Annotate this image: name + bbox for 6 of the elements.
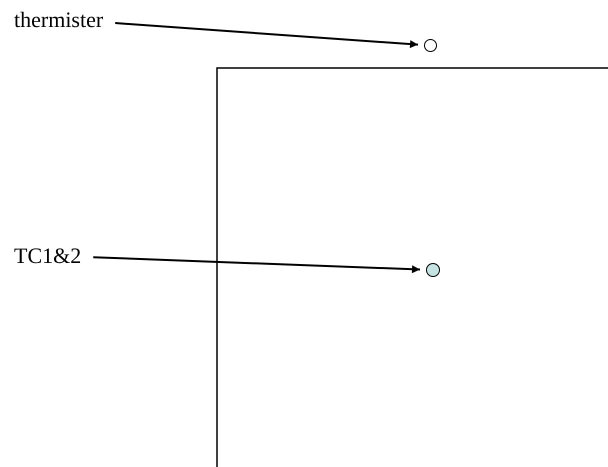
leader-arrow [93, 256, 420, 274]
label-text: thermister [14, 8, 104, 32]
label-text: TC1&2 [14, 244, 82, 268]
sensor-circle [424, 39, 437, 52]
sensor-circle [426, 263, 440, 277]
leader-arrow [115, 22, 418, 48]
